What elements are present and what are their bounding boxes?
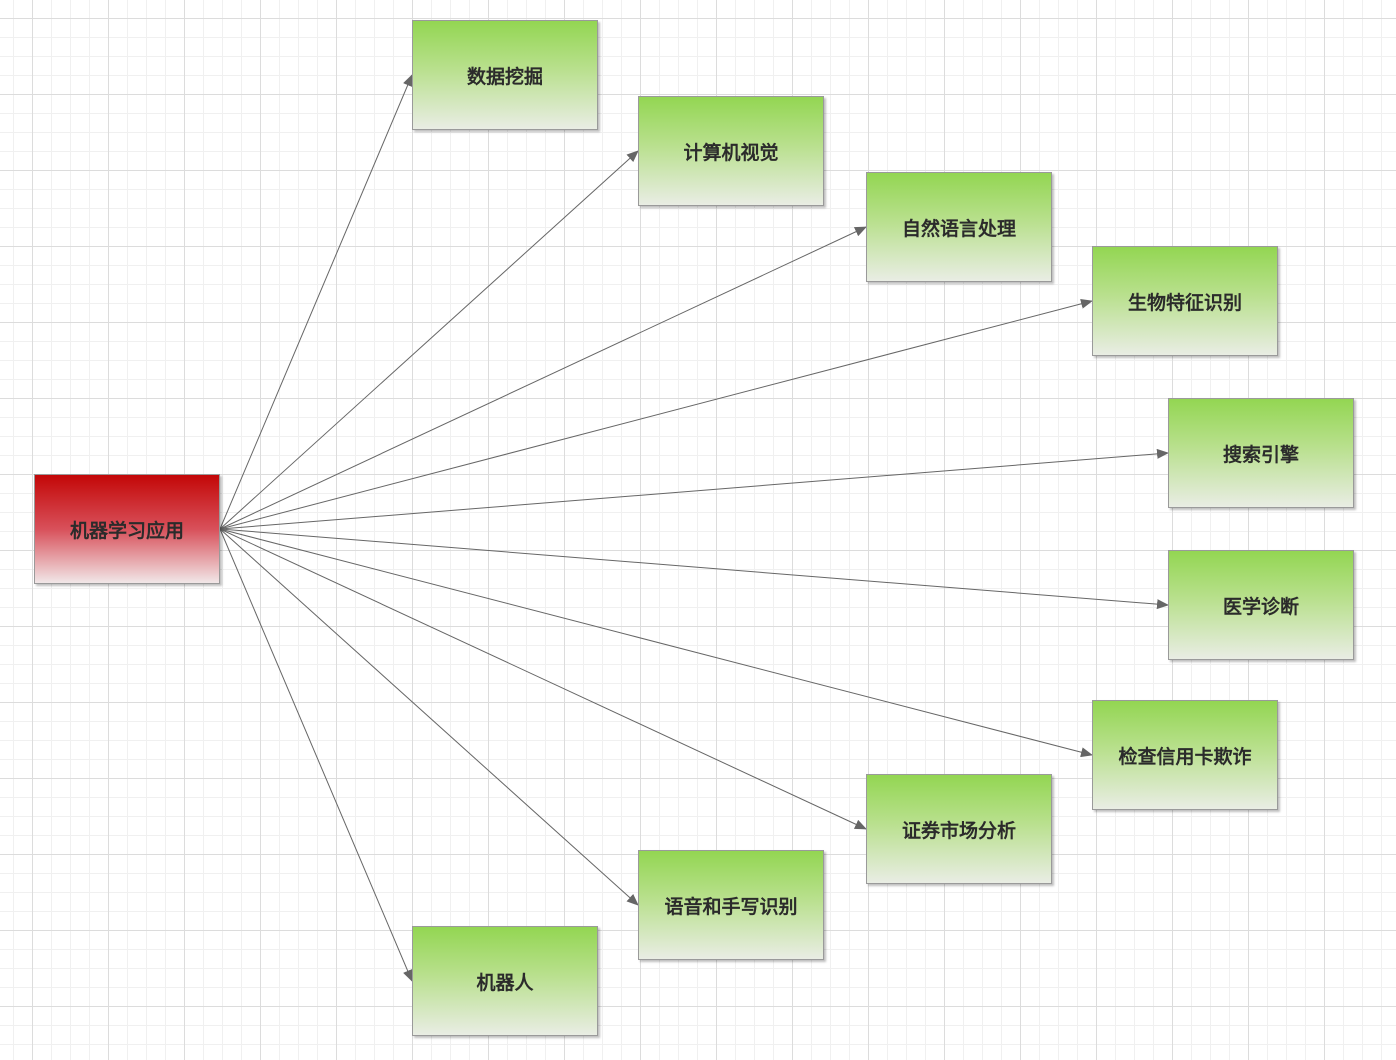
connector-arrow [219, 528, 639, 906]
connector-arrow [219, 74, 413, 530]
node-stock-market-analysis[interactable]: 证券市场分析 [866, 774, 1052, 884]
node-label: 生物特征识别 [1127, 292, 1242, 314]
node-credit-card-fraud[interactable]: 检查信用卡欺诈 [1092, 700, 1278, 810]
connector-arrow [219, 528, 413, 982]
connector-arrow [219, 298, 1093, 530]
node-label: 自然语言处理 [901, 218, 1016, 240]
connector-arrow [219, 528, 1093, 758]
root-node[interactable]: 机器学习应用 [34, 474, 220, 584]
node-label: 医学诊断 [1222, 596, 1299, 618]
node-label: 搜索引擎 [1222, 444, 1299, 466]
node-speech-handwriting[interactable]: 语音和手写识别 [638, 850, 824, 960]
connector-arrow [219, 528, 867, 830]
root-node-label: 机器学习应用 [69, 520, 184, 542]
node-label: 机器人 [476, 972, 534, 994]
node-label: 数据挖掘 [466, 66, 543, 88]
node-robotics[interactable]: 机器人 [412, 926, 598, 1036]
node-medical-diagnosis[interactable]: 医学诊断 [1168, 550, 1354, 660]
node-data-mining[interactable]: 数据挖掘 [412, 20, 598, 130]
node-computer-vision[interactable]: 计算机视觉 [638, 96, 824, 206]
node-label: 证券市场分析 [901, 820, 1016, 842]
node-biometrics[interactable]: 生物特征识别 [1092, 246, 1278, 356]
connector-arrow [219, 150, 639, 530]
node-search-engine[interactable]: 搜索引擎 [1168, 398, 1354, 508]
connector-arrow [219, 448, 1169, 530]
connector-arrow [219, 226, 867, 530]
node-nlp[interactable]: 自然语言处理 [866, 172, 1052, 282]
node-label: 语音和手写识别 [664, 896, 798, 918]
node-label: 计算机视觉 [683, 142, 779, 164]
node-label: 检查信用卡欺诈 [1118, 746, 1252, 768]
connector-arrow [219, 528, 1169, 610]
